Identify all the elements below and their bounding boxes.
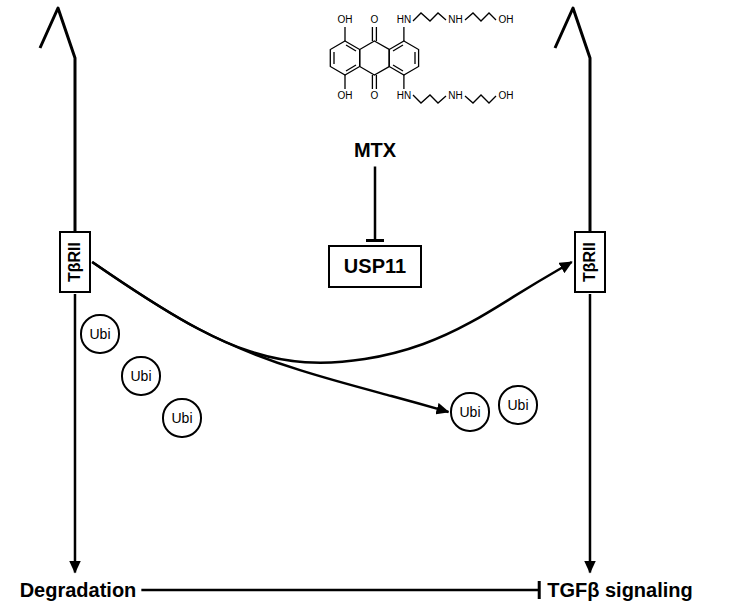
atom-label: OH <box>337 15 354 25</box>
ubiquitin-circle: Ubi <box>162 398 201 437</box>
receptor-box: TβRII <box>574 231 606 293</box>
hydroxyl-bond <box>344 75 345 89</box>
double-bond <box>333 52 334 64</box>
amine-bond <box>403 75 404 89</box>
atom-label: OH <box>498 15 515 25</box>
outcome-label: TGFβ signaling <box>543 575 697 606</box>
atom-label: O <box>370 15 380 25</box>
node-text: MTX <box>354 139 396 162</box>
node-text: Degradation <box>20 579 137 602</box>
double-bond <box>346 45 356 51</box>
ubiquitin-circle: Ubi <box>80 314 119 353</box>
node-text: TGFβ signaling <box>547 579 693 602</box>
ubiquitin-circle: Ubi <box>121 356 160 395</box>
benzene-ring <box>330 41 359 75</box>
receptor-box: TβRII <box>59 231 91 293</box>
membrane-receptor-line <box>40 8 75 262</box>
node-text: Ubi <box>89 326 110 342</box>
atom-label: O <box>370 91 380 101</box>
side-chain <box>413 95 446 103</box>
node-text: Ubi <box>130 368 151 384</box>
membrane-receptor-line <box>555 8 590 262</box>
ubiquitin-circle: Ubi <box>498 385 537 424</box>
atom-label: OH <box>337 91 354 101</box>
double-bond <box>414 52 415 64</box>
double-bond <box>346 65 356 71</box>
node-text: TβRII <box>581 242 599 282</box>
carbonyl-bond <box>376 75 377 89</box>
atom-label: NH <box>447 15 463 25</box>
enzyme-box: USP11 <box>328 245 422 288</box>
node-text: Ubi <box>507 397 528 413</box>
outcome-label: Degradation <box>16 575 141 606</box>
side-chain <box>465 13 496 21</box>
inhibition-line <box>374 167 377 241</box>
inhibition-line <box>141 589 539 592</box>
arrow-connector <box>74 294 77 573</box>
double-bond <box>393 45 403 51</box>
benzene-ring <box>389 41 418 75</box>
side-chain <box>465 95 496 103</box>
hydroxyl-bond <box>344 27 345 41</box>
side-chain <box>413 13 446 21</box>
carbonyl-bond <box>372 75 373 89</box>
mitoxantrone-structure <box>330 13 496 103</box>
atom-label: HN <box>396 15 412 25</box>
arrow-connector <box>589 294 592 573</box>
double-bond <box>393 65 403 71</box>
node-text: USP11 <box>344 255 406 278</box>
amine-bond <box>403 27 404 41</box>
atom-label: NH <box>447 91 463 101</box>
drug-label: MTX <box>348 135 402 166</box>
node-text: Ubi <box>459 404 480 420</box>
atom-label: OH <box>498 91 515 101</box>
quinone-ring <box>360 41 390 75</box>
carbonyl-bond <box>376 27 377 41</box>
carbonyl-bond <box>372 27 373 41</box>
node-text: TβRII <box>66 242 84 282</box>
node-text: Ubi <box>171 410 192 426</box>
ubiquitin-circle: Ubi <box>450 392 489 431</box>
atom-label: HN <box>396 91 412 101</box>
